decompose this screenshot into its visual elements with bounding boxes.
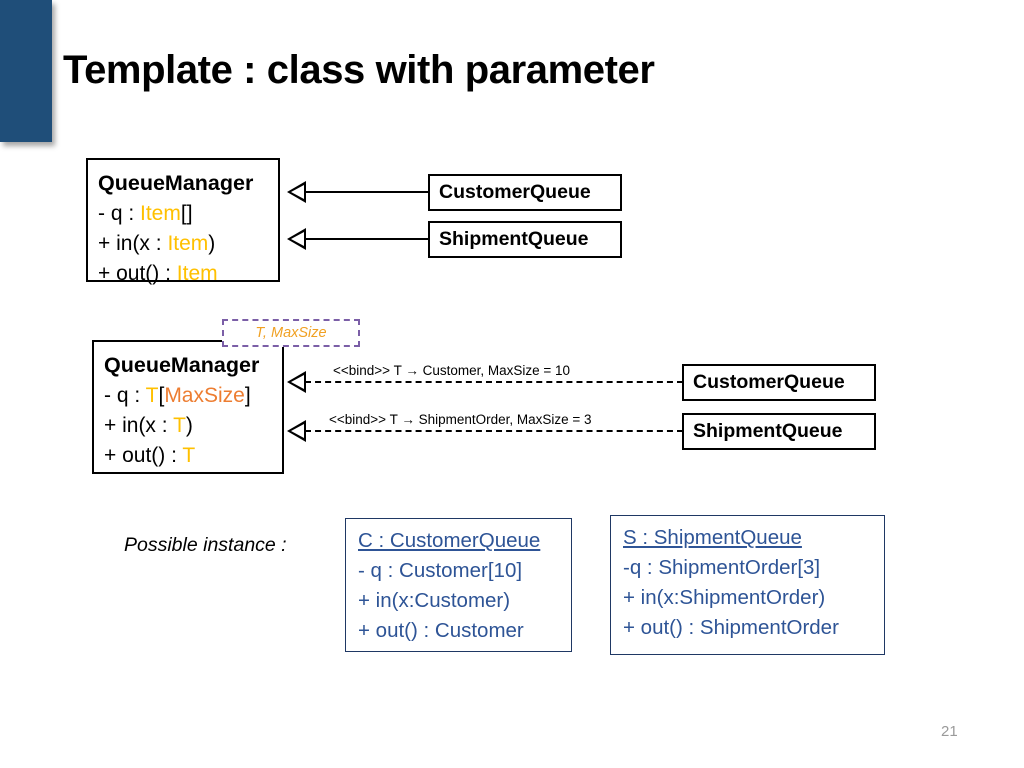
instance-member-operation-out: + out() : ShipmentOrder: [623, 616, 839, 639]
member-prefix: + out() :: [98, 262, 177, 285]
member-prefix: - q :: [98, 202, 141, 225]
bind-stereotype-label-customerqueue: <<bind>> T → Customer, MaxSize = 10: [331, 363, 573, 378]
template-parameter-box[interactable]: T, MaxSize: [222, 319, 360, 347]
member-type: T: [173, 414, 186, 437]
class-name: QueueManager: [104, 353, 260, 377]
class-name: ShipmentQueue: [693, 420, 843, 442]
bind-line-shipmentqueue: [305, 430, 683, 432]
member-prefix: + in(x :: [98, 232, 168, 255]
member-type: T: [182, 444, 196, 467]
class-name: ShipmentQueue: [439, 228, 589, 250]
class-name: CustomerQueue: [693, 371, 845, 393]
member-type: Item: [167, 232, 209, 255]
class-member-attribute: - q : T[MaxSize]: [104, 381, 282, 411]
bind-arrowhead-customerqueue: [287, 371, 306, 393]
member-open-bracket: [: [158, 384, 165, 407]
uml-class-shipmentqueue-bottom[interactable]: ShipmentQueue: [682, 413, 876, 450]
member-type-size: MaxSize: [164, 384, 245, 407]
generalization-arrowhead-shipmentqueue: [287, 228, 306, 250]
instance-member-attribute: -q : ShipmentOrder[3]: [623, 556, 821, 579]
bind-arrowhead-shipmentqueue: [287, 420, 306, 442]
class-member-operation-in: + in(x : Item): [98, 229, 278, 259]
uml-class-queuemanager-concrete[interactable]: QueueManager - q : Item[] + in(x : Item)…: [86, 158, 280, 285]
instance-name: S : ShipmentQueue: [623, 526, 802, 549]
member-suffix: ): [185, 414, 193, 437]
uml-instance-customerqueue[interactable]: C : CustomerQueue - q : Customer[10] + i…: [345, 518, 572, 652]
class-member-operation-out: + out() : Item: [98, 259, 278, 289]
generalization-line-shipmentqueue: [305, 238, 429, 240]
member-type: Item: [176, 262, 218, 285]
uml-class-customerqueue-bottom[interactable]: CustomerQueue: [682, 364, 876, 401]
uml-class-customerqueue-top[interactable]: CustomerQueue: [428, 174, 622, 211]
template-parameter-label: T, MaxSize: [255, 325, 327, 341]
instance-member-attribute: - q : Customer[10]: [358, 559, 523, 582]
class-member-operation-out: + out() : T: [104, 441, 282, 471]
member-suffix: []: [180, 202, 193, 225]
instance-member-operation-out: + out() : Customer: [358, 619, 524, 642]
member-prefix: - q :: [104, 384, 146, 407]
member-type: Item: [140, 202, 181, 225]
bind-line-customerqueue: [305, 381, 683, 383]
class-name: QueueManager: [98, 171, 254, 195]
instance-member-operation-in: + in(x:ShipmentOrder): [623, 586, 826, 609]
class-member-operation-in: + in(x : T): [104, 411, 282, 441]
instance-name: C : CustomerQueue: [358, 529, 541, 552]
instance-member-operation-in: + in(x:Customer): [358, 589, 511, 612]
slide-accent-bar: [0, 0, 52, 142]
page-title: Template : class with parameter: [63, 48, 655, 92]
page-number: 21: [941, 723, 958, 740]
bind-stereotype-label-shipmentqueue: <<bind>> T → ShipmentOrder, MaxSize = 3: [327, 412, 594, 427]
member-prefix: + out() :: [104, 444, 183, 467]
possible-instance-caption: Possible instance :: [124, 534, 287, 556]
member-prefix: + in(x :: [104, 414, 174, 437]
member-close-bracket: ]: [244, 384, 251, 407]
uml-class-queuemanager-template[interactable]: QueueManager - q : T[MaxSize] + in(x : T…: [92, 340, 284, 474]
generalization-line-customerqueue: [305, 191, 429, 193]
uml-instance-shipmentqueue[interactable]: S : ShipmentQueue -q : ShipmentOrder[3] …: [610, 515, 885, 655]
class-name: CustomerQueue: [439, 181, 591, 203]
class-member-attribute: - q : Item[]: [98, 199, 278, 229]
generalization-arrowhead-customerqueue: [287, 181, 306, 203]
uml-class-shipmentqueue-top[interactable]: ShipmentQueue: [428, 221, 622, 258]
member-type: T: [145, 384, 159, 407]
member-suffix: ): [208, 232, 216, 255]
